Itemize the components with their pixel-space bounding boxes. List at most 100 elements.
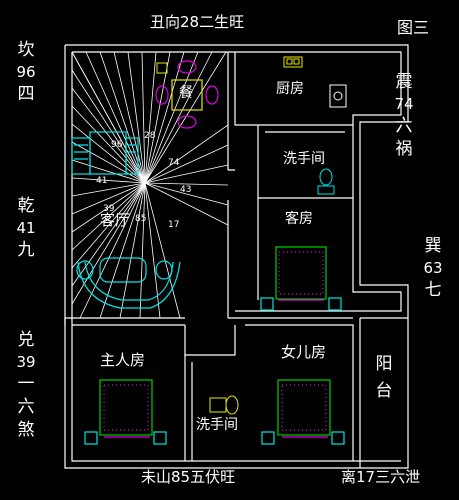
dui-verdict: 煞 [17,420,35,440]
compass-degree-28: 28 [144,131,156,141]
figure-label: 图三 [397,18,430,37]
compass-degree-96: 96 [111,140,123,150]
side-label-xun: 巽 63 七 [413,238,453,299]
zhen-number: 六 [395,116,413,136]
compass-ray [71,182,146,197]
kitchen-fixtures [283,56,347,108]
compass-ray [71,51,146,184]
compass-ray [139,182,146,319]
outer-wall-inner [71,51,402,462]
dui-degree: 39 [16,353,36,371]
compass-ray [144,51,213,184]
compass-degree-41: 41 [96,176,108,186]
balcony-label-text: 阳台 [371,354,392,408]
compass-ray [144,182,161,319]
compass-ray [71,141,146,184]
compass-ray [71,182,146,251]
bath-top-toilet [317,168,335,195]
zhen-trigram: 震 [395,72,413,92]
compass-ray [144,144,229,184]
compass-ray [85,51,146,184]
compass-ray [71,182,146,215]
bath-top-wall [258,131,353,199]
walls [64,44,409,469]
compass-ray [71,177,146,184]
master-bed [84,379,167,445]
compass-ray [119,182,146,319]
kan-trigram: 坎 [17,40,35,60]
dining-table [155,60,219,129]
kitchen-wall [227,52,353,300]
guest-label: 客房 [285,211,313,227]
compass-ray [79,182,146,319]
compass-degree-74: 74 [168,158,180,168]
compass-ray [144,182,229,206]
compass-rays [71,51,229,319]
bath-bottom-toilet [209,395,239,415]
compass-ray [71,182,146,233]
compass-ray [144,182,229,186]
zhen-degree: 74 [394,95,414,113]
outer-wall [64,44,409,469]
dining-label: 餐 [179,85,193,101]
xun-number: 七 [424,280,442,300]
compass-ray [144,51,227,184]
master-label: 主人房 [100,351,146,369]
compass-ray [71,69,146,184]
tv-cabinet [71,131,139,175]
master-room-wall [184,325,236,356]
facing-direction-label: 丑向28二生旺 [150,13,245,31]
bath-bottom-wall [184,355,193,461]
zhen-verdict: 祸 [395,139,413,159]
kitchen-label: 厨房 [276,81,304,97]
compass-ray [144,164,229,184]
qian-degree: 41 [16,219,36,237]
compass-ray [141,51,146,184]
compass-degree-85: 85 [135,214,147,224]
xun-trigram: 巽 [424,236,442,256]
sitting-direction-label: 未山85五伏旺 [141,468,236,486]
side-label-dui: 兑 39 一 六 煞 [8,332,44,439]
sofa-set [76,257,181,309]
side-label-kan: 坎 96 四 [8,42,44,103]
compass-ray [71,159,146,184]
compass-ray [127,51,146,184]
compass-ray [71,182,146,287]
daughter-room-wall [245,324,354,461]
compass-degree-43: 43 [180,185,192,195]
li-trigram-label: 离17三六泄 [341,468,421,486]
compass-ray [144,124,229,184]
kan-number: 四 [17,84,35,104]
compass-ray [144,51,185,184]
living-label: 客厅 [100,211,131,229]
compass-ray [144,182,181,319]
dui-number-2: 六 [17,397,35,417]
bath-top-label: 洗手间 [283,151,325,167]
compass-ray [144,51,199,184]
compass-ray [71,105,146,184]
compass-degree-39: 39 [103,204,115,214]
guest-bed [260,246,342,311]
daughter-label: 女儿房 [281,343,327,361]
kitchen-wall-2 [227,169,235,318]
qian-number: 九 [17,240,35,260]
side-label-qian: 乾 41 九 [8,198,44,259]
compass-ray [71,87,146,184]
compass-ray [71,182,146,269]
compass-ray [144,51,157,184]
dui-number-1: 一 [17,374,35,394]
side-label-zhen: 震 74 六 祸 [384,74,424,158]
daughter-bed [261,379,345,445]
bath-bottom-label: 洗手间 [196,417,238,433]
kan-degree: 96 [16,63,36,81]
balcony-label: 阳台 [369,354,393,412]
compass-ray [71,123,146,184]
compass-degree-17: 17 [168,220,180,230]
dui-trigram: 兑 [17,330,35,350]
qian-trigram: 乾 [17,196,35,216]
compass-ray [144,182,229,226]
compass-ray [113,51,146,184]
xun-degree: 63 [423,259,443,277]
